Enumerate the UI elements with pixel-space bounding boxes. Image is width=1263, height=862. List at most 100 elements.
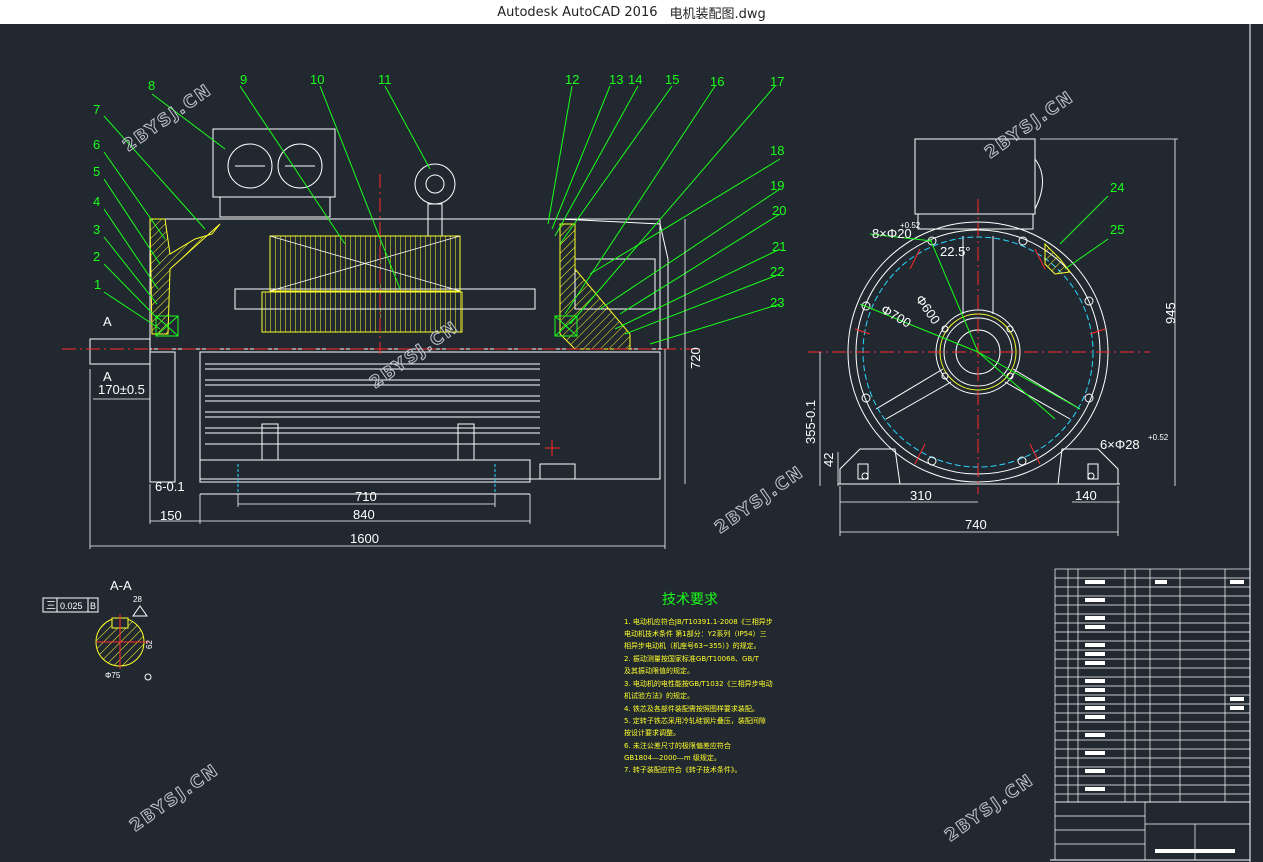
- dim-6: 6-0.1: [155, 479, 185, 494]
- rotor-core: [261, 291, 463, 333]
- balloon-7: 7: [93, 102, 100, 117]
- dim-150: 150: [160, 508, 182, 523]
- front-dimensions: [89, 219, 686, 549]
- dim-holes6-tol: +0.52: [1148, 433, 1169, 442]
- front-view[interactable]: [89, 128, 669, 495]
- tech-req-line-5: 及其振动限值的规定。: [624, 666, 694, 675]
- left-endshield: [149, 351, 176, 483]
- file-name: 电机装配图.dwg: [669, 6, 766, 22]
- balloon-8: 8: [148, 78, 155, 93]
- tech-req-line-9: 5. 定转子铁芯采用冷轧硅钢片叠压，装配间隙: [624, 716, 766, 725]
- watermark-2: 2BYSJ.CN: [981, 87, 1078, 163]
- balloon-10: 10: [310, 72, 324, 87]
- foot-right-side: [1057, 448, 1119, 485]
- tech-req-line-4: 2. 振动测量按国家标准GB/T10068、GB/T: [624, 654, 760, 663]
- lifting-eye: [414, 163, 456, 205]
- balloon-3: 3: [93, 222, 100, 237]
- watermark-1: 2BYSJ.CN: [119, 80, 216, 156]
- balloon-4: 4: [93, 194, 100, 209]
- dim-700: Φ700: [879, 302, 914, 331]
- terminal-box: [212, 128, 336, 198]
- dim-710: 710: [355, 489, 377, 504]
- shaft-extension: [89, 338, 151, 365]
- technical-requirements: 技术要求 1. 电动机应符合JB/T10391.1-2008《三相异步 电动机技…: [624, 591, 773, 774]
- balloon-13: 13: [609, 72, 623, 87]
- balloon-21: 21: [772, 239, 786, 254]
- foot-right: [457, 423, 475, 461]
- watermark-5: 2BYSJ.CN: [126, 760, 223, 836]
- section-title: A-A: [110, 578, 132, 593]
- side-leaders: [859, 195, 1109, 420]
- balloon-23: 23: [770, 295, 784, 310]
- dim-720: 720: [688, 347, 703, 369]
- parts-list-table[interactable]: [1054, 568, 1251, 861]
- tech-req-line-2: 电动机技术条件 第1部分：Y2系列（IP54）三: [624, 629, 767, 638]
- tech-req-line-13: 7. 转子装配应符合《转子技术条件》。: [624, 765, 741, 774]
- balloon-5: 5: [93, 164, 100, 179]
- section-a-a[interactable]: A-A 三 0.025 B 28 62 Φ75: [42, 578, 154, 681]
- cooling-fins: [205, 363, 540, 445]
- balloon-18: 18: [770, 143, 784, 158]
- tech-req-line-8: 4. 铁芯及各部件装配需按照图样要求装配。: [624, 704, 759, 713]
- app-name: Autodesk AutoCAD 2016: [497, 4, 658, 20]
- balloon-16: 16: [710, 74, 724, 89]
- balloon-2: 2: [93, 249, 100, 264]
- tech-req-line-1: 1. 电动机应符合JB/T10391.1-2008《三相异步: [624, 617, 773, 626]
- tech-req-line-7: 机试验方法》的规定。: [624, 691, 694, 700]
- datum-b: B: [90, 601, 96, 611]
- balloon-9: 9: [240, 72, 247, 87]
- watermark-6: 2BYSJ.CN: [941, 770, 1038, 846]
- key-depth: 62: [145, 640, 154, 649]
- gland-1: [227, 143, 273, 189]
- shaft-dia: Φ75: [105, 671, 121, 680]
- dim-holes8: 8×Φ20: [872, 226, 912, 241]
- watermarks: 2BYSJ.CN 2BYSJ.CN 2BYSJ.CN 2BYSJ.CN 2BYS…: [119, 80, 1079, 847]
- foot-left: [261, 423, 279, 461]
- gland-2: [277, 143, 323, 189]
- drawing-canvas[interactable]: 1 2 3 4 5 6 7 8 9 10 11 12 13 14 15 16 1…: [0, 24, 1263, 862]
- tech-req-line-12: GB1804—2000—m 级规定。: [624, 753, 721, 762]
- terminal-box-base: [219, 196, 331, 218]
- dim-740: 740: [965, 517, 987, 532]
- dim-945: 945: [1163, 302, 1178, 324]
- dim-42: 42: [821, 453, 836, 467]
- bracket-24: [1044, 242, 1071, 275]
- key-width: 28: [133, 595, 142, 604]
- parts-list-fills: [1085, 580, 1244, 853]
- balloon-6: 6: [93, 137, 100, 152]
- tolerance-value: 0.025: [60, 601, 83, 611]
- foot-left-side: [839, 448, 901, 485]
- leaders-front: [103, 85, 781, 345]
- balloon-17: 17: [770, 74, 784, 89]
- svg-text:三: 三: [46, 601, 56, 612]
- bearing-right: [554, 315, 578, 337]
- base-plate: [199, 459, 531, 483]
- tech-req-line-11: 6. 未注公差尺寸的极限偏差应符合: [624, 741, 731, 750]
- section-marker-a-bottom: A: [103, 369, 112, 384]
- frame-lower: [199, 351, 661, 480]
- tech-req-title: 技术要求: [662, 591, 718, 607]
- balloon-1: 1: [94, 277, 101, 292]
- dim-angle: 22.5°: [940, 244, 971, 259]
- balloon-20: 20: [772, 203, 786, 218]
- dim-600: Φ600: [913, 292, 944, 327]
- dim-holes6: 6×Φ28: [1100, 437, 1140, 452]
- balloon-11: 11: [378, 72, 392, 87]
- tech-req-line-10: 按设计要求调整。: [624, 728, 680, 737]
- dim-1600: 1600: [350, 531, 379, 546]
- tech-req-line-6: 3. 电动机的电性能按GB/T1032《三相异步电动: [624, 679, 773, 688]
- left-endshield-section: [149, 218, 221, 335]
- dim-840: 840: [353, 507, 375, 522]
- tech-req-line-3: 相异步电动机（机座号63~355）》的规定。: [624, 641, 761, 650]
- dim-holes8-tol: +0.52: [900, 221, 921, 230]
- window-title-bar: Autodesk AutoCAD 2016 电机装配图.dwg: [0, 0, 1263, 24]
- side-dimensions: [819, 138, 1178, 536]
- balloon-22: 22: [770, 264, 784, 279]
- dim-170: 170±0.5: [98, 382, 145, 397]
- watermark-4: 2BYSJ.CN: [711, 462, 808, 538]
- balloon-15: 15: [665, 72, 679, 87]
- dim-310: 310: [910, 488, 932, 503]
- balloon-19: 19: [770, 178, 784, 193]
- section-marker-a-top: A: [103, 314, 112, 329]
- balloon-24: 24: [1110, 180, 1124, 195]
